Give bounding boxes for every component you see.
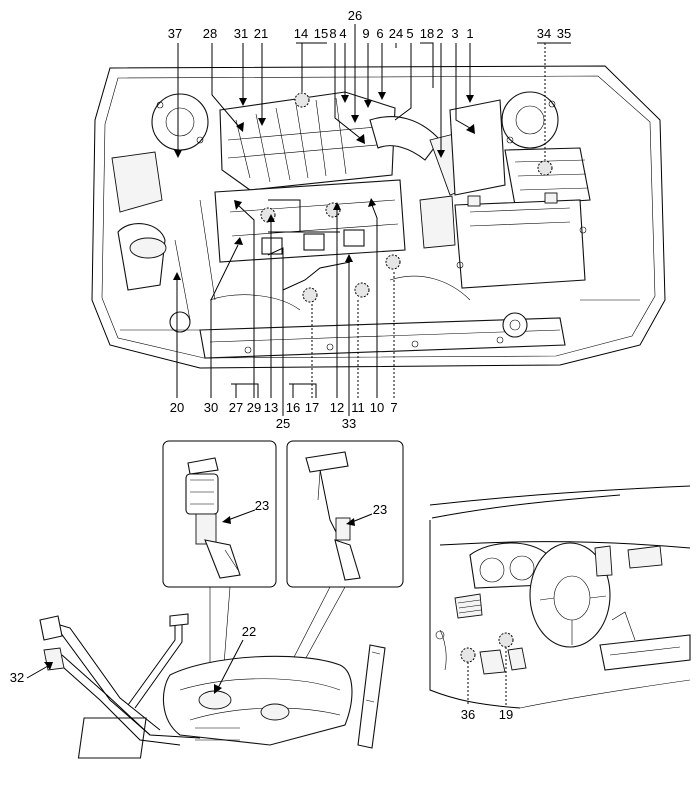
engine-top-leaders [174, 24, 571, 160]
callout-22: 22 [242, 624, 256, 639]
callout-27: 27 [229, 400, 243, 415]
callout-25: 25 [276, 416, 290, 431]
callout-36: 36 [461, 707, 475, 722]
callout-1: 1 [466, 26, 473, 41]
callout-15: 15 [314, 26, 328, 41]
callout-23-left: 23 [255, 498, 269, 513]
engine-bay-illustration [91, 65, 666, 369]
callout-14: 14 [294, 26, 308, 41]
cabin-dashboard-illustration: 36 19 [429, 485, 691, 722]
callout-3: 3 [451, 26, 458, 41]
callout-17: 17 [305, 400, 319, 415]
callout-26: 26 [348, 8, 362, 23]
fuel-pump-inset-left: 23 [162, 440, 277, 588]
callout-20: 20 [170, 400, 184, 415]
callout-4: 4 [339, 26, 346, 41]
engine-top-callouts: 37 28 31 21 14 15 26 4 8 9 6 24 5 18 2 3… [168, 8, 571, 41]
callout-19: 19 [499, 707, 513, 722]
callout-13: 13 [264, 400, 278, 415]
callout-21: 21 [254, 26, 268, 41]
callout-31: 31 [234, 26, 248, 41]
engine-bottom-callouts: 20 30 27 29 13 25 16 17 12 33 11 10 7 [170, 400, 398, 431]
fuel-sender-inset-right: 23 [286, 440, 404, 588]
callout-16: 16 [286, 400, 300, 415]
callout-8: 8 [329, 26, 336, 41]
callout-30: 30 [204, 400, 218, 415]
callout-9: 9 [362, 26, 369, 41]
callout-11: 11 [351, 400, 365, 415]
callout-6: 6 [376, 26, 383, 41]
callout-10: 10 [370, 400, 384, 415]
callout-37: 37 [168, 26, 182, 41]
callout-23-right: 23 [373, 502, 387, 517]
callout-29: 29 [247, 400, 261, 415]
callout-34: 34 [537, 26, 551, 41]
callout-32: 32 [10, 670, 24, 685]
callout-2: 2 [436, 26, 443, 41]
callout-18: 18 [420, 26, 434, 41]
callout-28: 28 [203, 26, 217, 41]
callout-7: 7 [390, 400, 397, 415]
fuel-tank-illustration: 22 32 [10, 613, 386, 759]
callout-24: 24 [389, 26, 403, 41]
callout-33: 33 [342, 416, 356, 431]
engine-bottom-leaders [173, 198, 395, 416]
callout-5: 5 [406, 26, 413, 41]
callout-12: 12 [330, 400, 344, 415]
callout-35: 35 [557, 26, 571, 41]
